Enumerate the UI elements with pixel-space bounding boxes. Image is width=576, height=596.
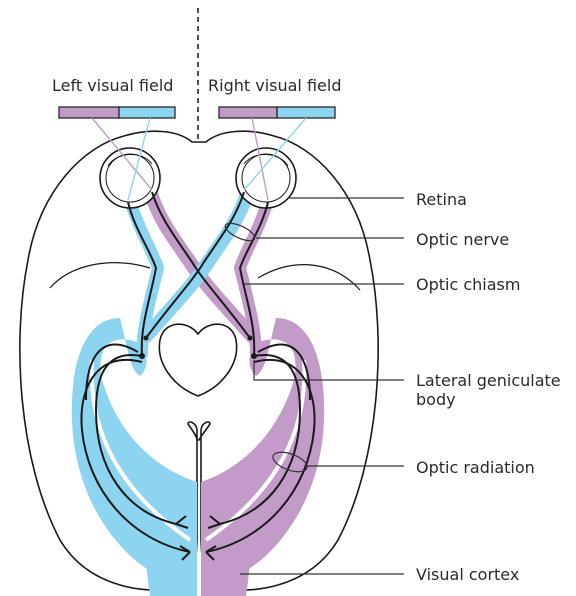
right-visual-field-label: Right visual field	[208, 76, 341, 95]
optic-chiasm-label: Optic chiasm	[416, 275, 520, 294]
left-visual-field-bar	[59, 107, 175, 118]
left-eye	[100, 148, 160, 208]
left-visual-field-label: Left visual field	[52, 76, 173, 95]
optic-radiation-label: Optic radiation	[416, 458, 535, 477]
right-visual-field-bar	[219, 107, 335, 118]
lateral-geniculate-body-label-line2: body	[416, 390, 561, 409]
retina-label: Retina	[416, 190, 467, 209]
visual-cortex-label: Visual cortex	[416, 565, 519, 584]
right-eye	[236, 148, 296, 208]
lateral-geniculate-body-label-line1: Lateral geniculate	[416, 371, 561, 390]
lateral-geniculate-body-label: Lateral geniculate body	[416, 371, 561, 409]
optic-nerve-label: Optic nerve	[416, 230, 509, 249]
